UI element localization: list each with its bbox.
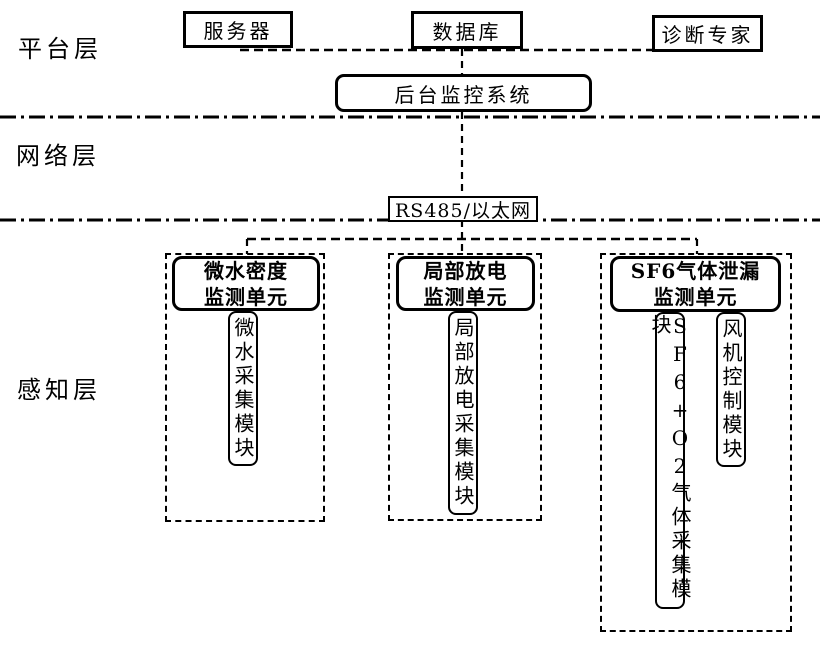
backend-monitor-box: 后台监控系统 [335, 74, 592, 112]
module-box-partial-discharge-acquisition: 局部放电采集模块 [448, 311, 478, 515]
layer-label-platform: 平台层 [18, 35, 102, 63]
unit-box-microwater [165, 253, 325, 522]
unit-title-microwater-line1: 微水密度 [204, 258, 288, 283]
layer-label-perception: 感知层 [17, 376, 101, 404]
unit-box-partial-discharge [388, 253, 542, 521]
unit-title-sf6-leakage-line2: 监测单元 [653, 285, 738, 309]
module-box-sf6-o2-gas-acquisition: SF6+O2气体采集模块 [648, 312, 692, 609]
unit-title-partial-discharge-line2: 监测单元 [423, 284, 508, 309]
unit-title-sf6-leakage-line1: SF6气体泄漏 [630, 259, 761, 283]
module-box-fan-control: 风机控制模块 [716, 312, 746, 467]
module-label-fan-control: 风机控制模块 [719, 317, 743, 462]
diagnosis-expert-box: 诊断专家 [652, 15, 763, 52]
module-label-microwater-acquisition: 微水采集模块 [231, 316, 255, 461]
unit-title-microwater: 微水密度 监测单元 [172, 256, 320, 311]
unit-title-partial-discharge: 局部放电 监测单元 [396, 256, 535, 311]
unit-title-microwater-line2: 监测单元 [204, 284, 288, 309]
unit-title-partial-discharge-line1: 局部放电 [423, 258, 508, 283]
module-box-microwater-acquisition: 微水采集模块 [228, 311, 258, 466]
server-box: 服务器 [183, 11, 293, 48]
module-label-sf6-o2-gas-acquisition: SF6+O2气体采集模块 [648, 314, 692, 602]
rs485-ethernet-box: RS485/以太网 [388, 196, 538, 222]
module-label-partial-discharge-acquisition: 局部放电采集模块 [451, 317, 475, 509]
layer-label-network: 网络层 [16, 142, 100, 170]
database-box: 数据库 [411, 11, 523, 49]
unit-title-sf6-leakage: SF6气体泄漏 监测单元 [610, 256, 781, 312]
unit-box-sf6-leakage [600, 253, 792, 632]
